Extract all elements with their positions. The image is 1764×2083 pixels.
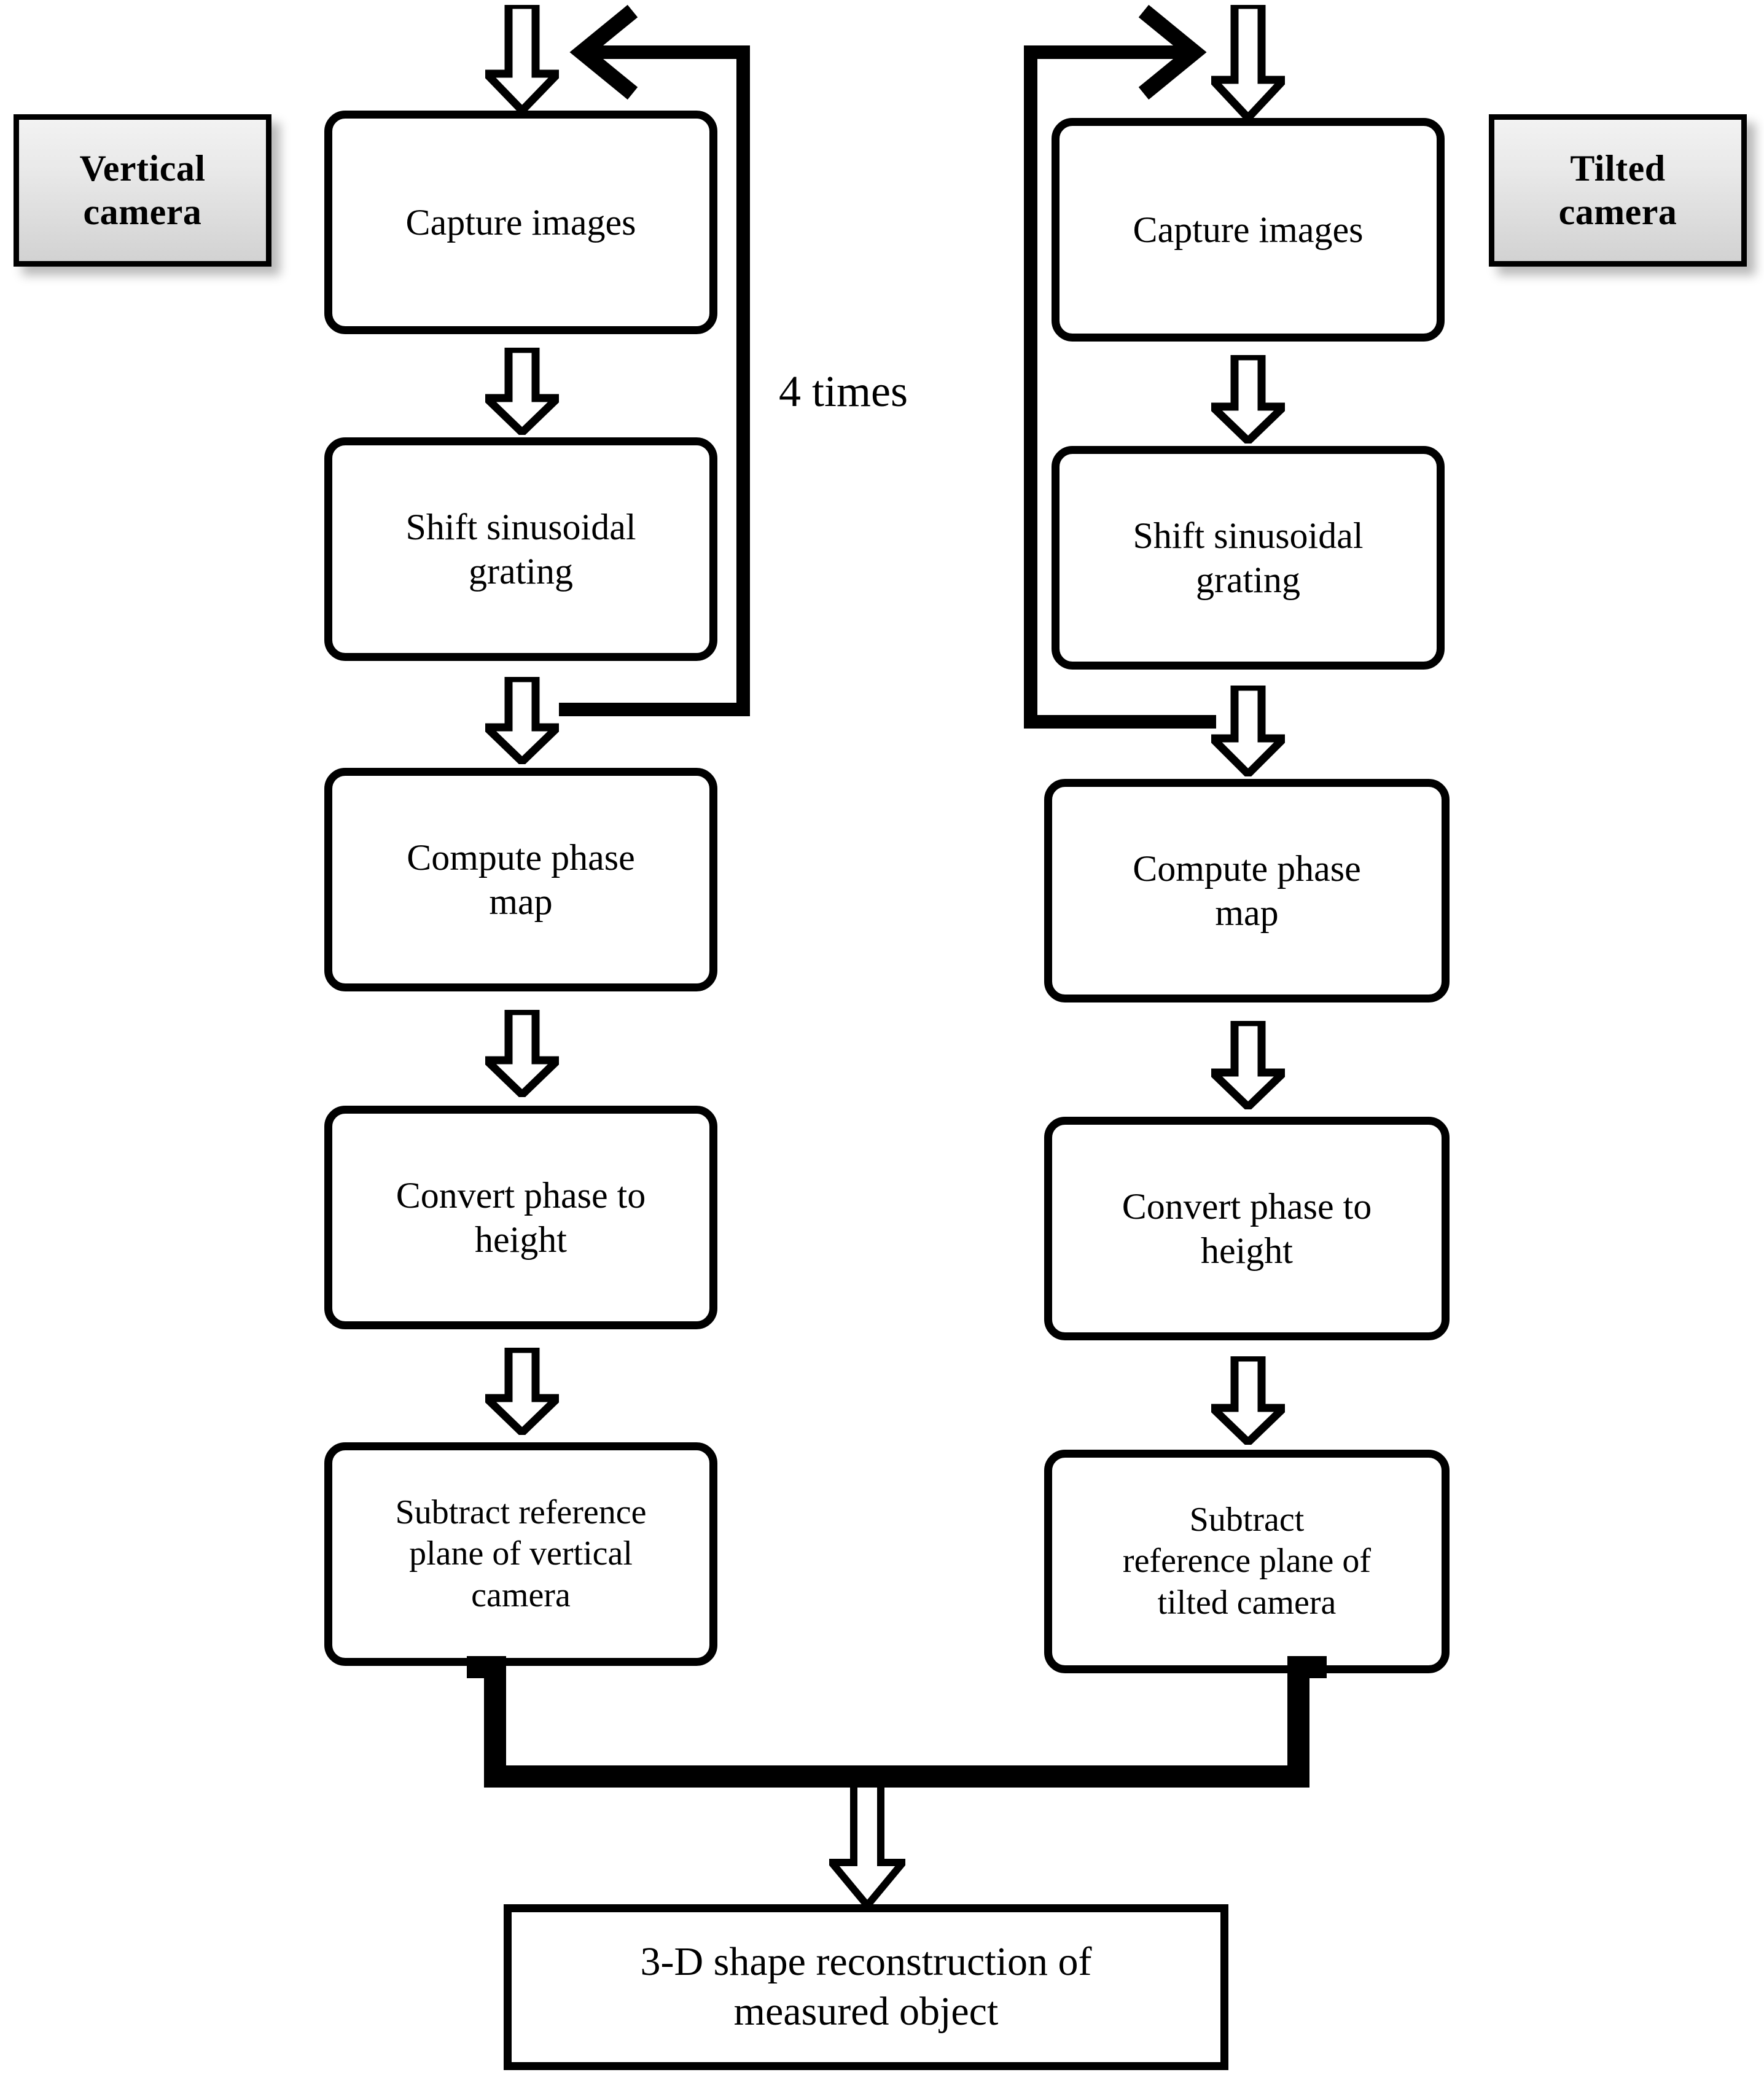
arrow-left-capture-to-shift [485, 348, 559, 435]
arrow-left-compute-to-convert [485, 1010, 559, 1097]
box-left-capture-images-text: Capture images [405, 202, 636, 243]
box-right-convert-height: Convert phase to height [1044, 1117, 1450, 1340]
box-left-convert-height-text: Convert phase to height [396, 1175, 646, 1260]
box-left-shift-grating-text: Shift sinusoidal grating [405, 507, 636, 592]
label-vertical-camera-text: Vertical camera [79, 148, 206, 232]
feedback-loop-left [516, 4, 774, 716]
box-right-compute-phase-text: Compute phase map [1133, 848, 1361, 933]
box-left-capture-images: Capture images [324, 111, 717, 334]
annotation-loop-count: 4 times [779, 366, 908, 417]
box-right-capture-images-text: Capture images [1133, 209, 1364, 250]
box-left-subtract-ref: Subtract reference plane of vertical cam… [324, 1442, 717, 1666]
label-tilted-camera-text: Tilted camera [1558, 148, 1677, 232]
arrow-right-convert-to-subtract [1211, 1356, 1285, 1445]
box-right-subtract-ref: Subtract reference plane of tilted camer… [1044, 1450, 1450, 1673]
annotation-loop-count-text: 4 times [779, 367, 908, 416]
box-right-compute-phase: Compute phase map [1044, 779, 1450, 1002]
arrow-left-convert-to-subtract [485, 1348, 559, 1435]
arrow-left-into-capture [485, 5, 559, 113]
arrow-right-capture-to-shift [1211, 355, 1285, 444]
arrow-right-into-capture [1211, 5, 1285, 120]
arrow-right-shift-to-compute [1211, 686, 1285, 776]
box-result-3d-shape: 3-D shape reconstruction of measured obj… [504, 1904, 1228, 2070]
box-right-shift-grating-text: Shift sinusoidal grating [1133, 515, 1364, 600]
label-vertical-camera: Vertical camera [14, 114, 271, 267]
box-right-convert-height-text: Convert phase to height [1122, 1186, 1372, 1271]
arrow-right-compute-to-convert [1211, 1021, 1285, 1109]
box-left-compute-phase: Compute phase map [324, 768, 717, 991]
merge-bus [467, 1656, 1327, 1791]
box-right-shift-grating: Shift sinusoidal grating [1052, 446, 1445, 670]
feedback-loop-right [1001, 4, 1259, 729]
box-left-compute-phase-text: Compute phase map [407, 837, 635, 922]
box-left-shift-grating: Shift sinusoidal grating [324, 437, 717, 661]
arrow-left-shift-to-compute [485, 677, 559, 764]
box-left-convert-height: Convert phase to height [324, 1106, 717, 1329]
box-right-capture-images: Capture images [1052, 118, 1445, 342]
box-right-subtract-ref-text: Subtract reference plane of tilted camer… [1122, 1501, 1372, 1622]
box-result-3d-shape-text: 3-D shape reconstruction of measured obj… [640, 1939, 1092, 2034]
label-tilted-camera: Tilted camera [1489, 114, 1747, 267]
box-left-subtract-ref-text: Subtract reference plane of vertical cam… [395, 1493, 647, 1614]
